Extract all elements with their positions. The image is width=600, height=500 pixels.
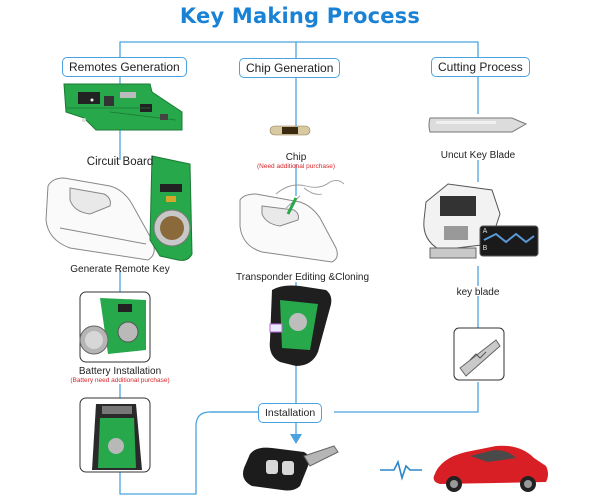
final-flip-key-image [243,445,339,491]
cutting-process-box: Cutting Process [431,57,530,77]
remotes-generation-box: Remotes Generation [62,57,187,77]
circuit-board-label: Circuit Board [86,156,154,168]
machine-mark-b: B [482,245,488,252]
transponder-label: Transponder Editing &Cloning [236,272,370,283]
page-title: Key Making Process [179,4,421,28]
top-connector [119,41,479,57]
flip-key-image [269,285,332,366]
installed-remote-image [79,397,151,473]
install-arrow-head [290,434,302,444]
remote-shell-outline [45,177,155,261]
key-blade-label: key blade [456,287,500,298]
uncut-key-blade-image [428,117,528,133]
remote-pcb-image [149,155,193,261]
cut-key-blade-image [453,327,505,381]
battery-installation-image [79,291,151,363]
chip-note: (Need additional purchase) [256,163,336,170]
circuit-board-image [63,83,183,131]
connector-lines [119,41,479,495]
chip-generation-box: Chip Generation [239,58,341,78]
chip-label: Chip [285,152,307,163]
chip-insert-mark [286,197,298,215]
cutting-to-install-line [334,382,479,413]
installation-box: Installation [258,403,323,423]
remotes-to-install-line [119,411,258,495]
machine-mark-a: A [482,228,488,235]
key-cutting-machine-image [423,183,539,259]
generate-remote-key-label: Generate Remote Key [70,264,170,275]
chip-remote-outline [239,193,338,263]
uncut-key-blade-label: Uncut Key Blade [440,150,516,161]
transponder-chip-image [269,125,311,136]
battery-installation-label: Battery Installation [78,366,162,377]
red-car-image [433,445,548,492]
signal-pulse-icon [380,459,422,481]
battery-note: (Battery need additional purchase) [70,377,170,384]
